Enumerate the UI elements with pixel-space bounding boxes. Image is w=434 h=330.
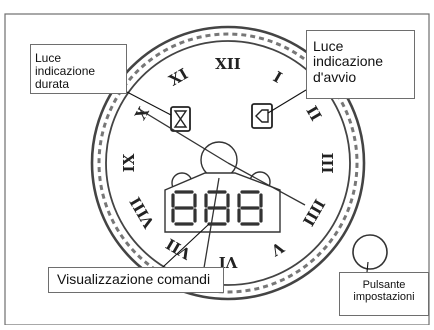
settings-button-callout: Pulsante impostazioni	[339, 272, 429, 316]
command-display-label: Visualizzazione comandi	[57, 271, 211, 287]
duration-callout-line-1: Luce	[35, 51, 62, 65]
hourglass-icon	[170, 106, 191, 132]
leader-display	[162, 223, 210, 268]
roman-numeral: IX	[120, 153, 138, 172]
inner-ring	[105, 40, 351, 286]
leader-duration	[126, 91, 172, 116]
display-digit	[237, 190, 263, 226]
roman-numeral: VII	[163, 235, 195, 264]
roman-numeral: IIII	[299, 196, 329, 229]
outer-ring	[90, 25, 366, 301]
duration-callout-line-3: durata	[35, 77, 70, 92]
display-housing	[164, 141, 281, 233]
clock-face	[90, 25, 366, 301]
settings-callout-line-1: Pulsante	[362, 279, 406, 291]
start-light-callout: Luce indicazione d'avvio	[306, 30, 415, 99]
command-display-callout: Visualizzazione comandi	[48, 267, 224, 293]
roman-numeral: XI	[166, 65, 191, 90]
roman-numeral: VIII	[126, 194, 158, 232]
start-callout-line-2: indicazione	[313, 53, 384, 70]
settings-callout-line-2: impostazioni	[353, 291, 415, 304]
roman-numeral: X	[132, 104, 154, 123]
leader-lines	[126, 89, 369, 273]
settings-button-graphic[interactable]	[352, 234, 388, 270]
start-arrow-icon	[251, 103, 273, 129]
roman-numeral: II	[302, 103, 325, 124]
hand-b	[227, 162, 306, 206]
minute-track	[97, 32, 359, 294]
display-digit	[204, 190, 230, 226]
roman-numeral: XII	[215, 55, 241, 73]
roman-numeral: I	[270, 68, 285, 87]
seven-segment-display	[171, 190, 263, 226]
hand-a	[138, 108, 229, 164]
roman-numeral: III	[318, 152, 336, 173]
start-callout-line-1: Luce	[313, 38, 344, 54]
display-digit	[171, 190, 197, 226]
duration-callout-line-2: indicazione	[35, 64, 96, 79]
roman-numeral: V	[268, 238, 288, 260]
leader-settings	[366, 261, 369, 273]
roman-numeral: VI	[219, 253, 239, 271]
start-callout-line-3: d'avvio	[313, 68, 357, 85]
duration-light-callout: Luce indicazione durata	[30, 44, 127, 94]
hand-c	[203, 177, 220, 269]
leader-start	[267, 89, 307, 114]
